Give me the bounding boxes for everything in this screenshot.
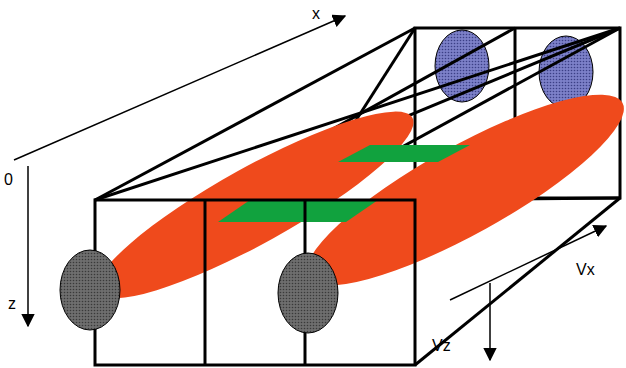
axis-label: z — [8, 296, 16, 312]
velocity-label: Vz — [432, 338, 451, 354]
x-axis — [14, 16, 345, 160]
green-sheet — [338, 145, 470, 162]
front-face — [95, 200, 415, 365]
velocity-label: Vx — [576, 262, 595, 278]
front-cross-section — [60, 250, 120, 330]
red-ellipsoid — [286, 64, 626, 315]
origin-label: 0 — [4, 172, 13, 188]
vz-arrow — [489, 283, 491, 360]
rear-cross-section — [435, 30, 489, 102]
vx-arrow — [450, 226, 606, 300]
axis-label: x — [312, 6, 320, 22]
green-sheet — [218, 200, 378, 222]
z-axis — [27, 166, 29, 326]
box-edges — [95, 28, 620, 365]
front-cross-section — [278, 253, 338, 333]
